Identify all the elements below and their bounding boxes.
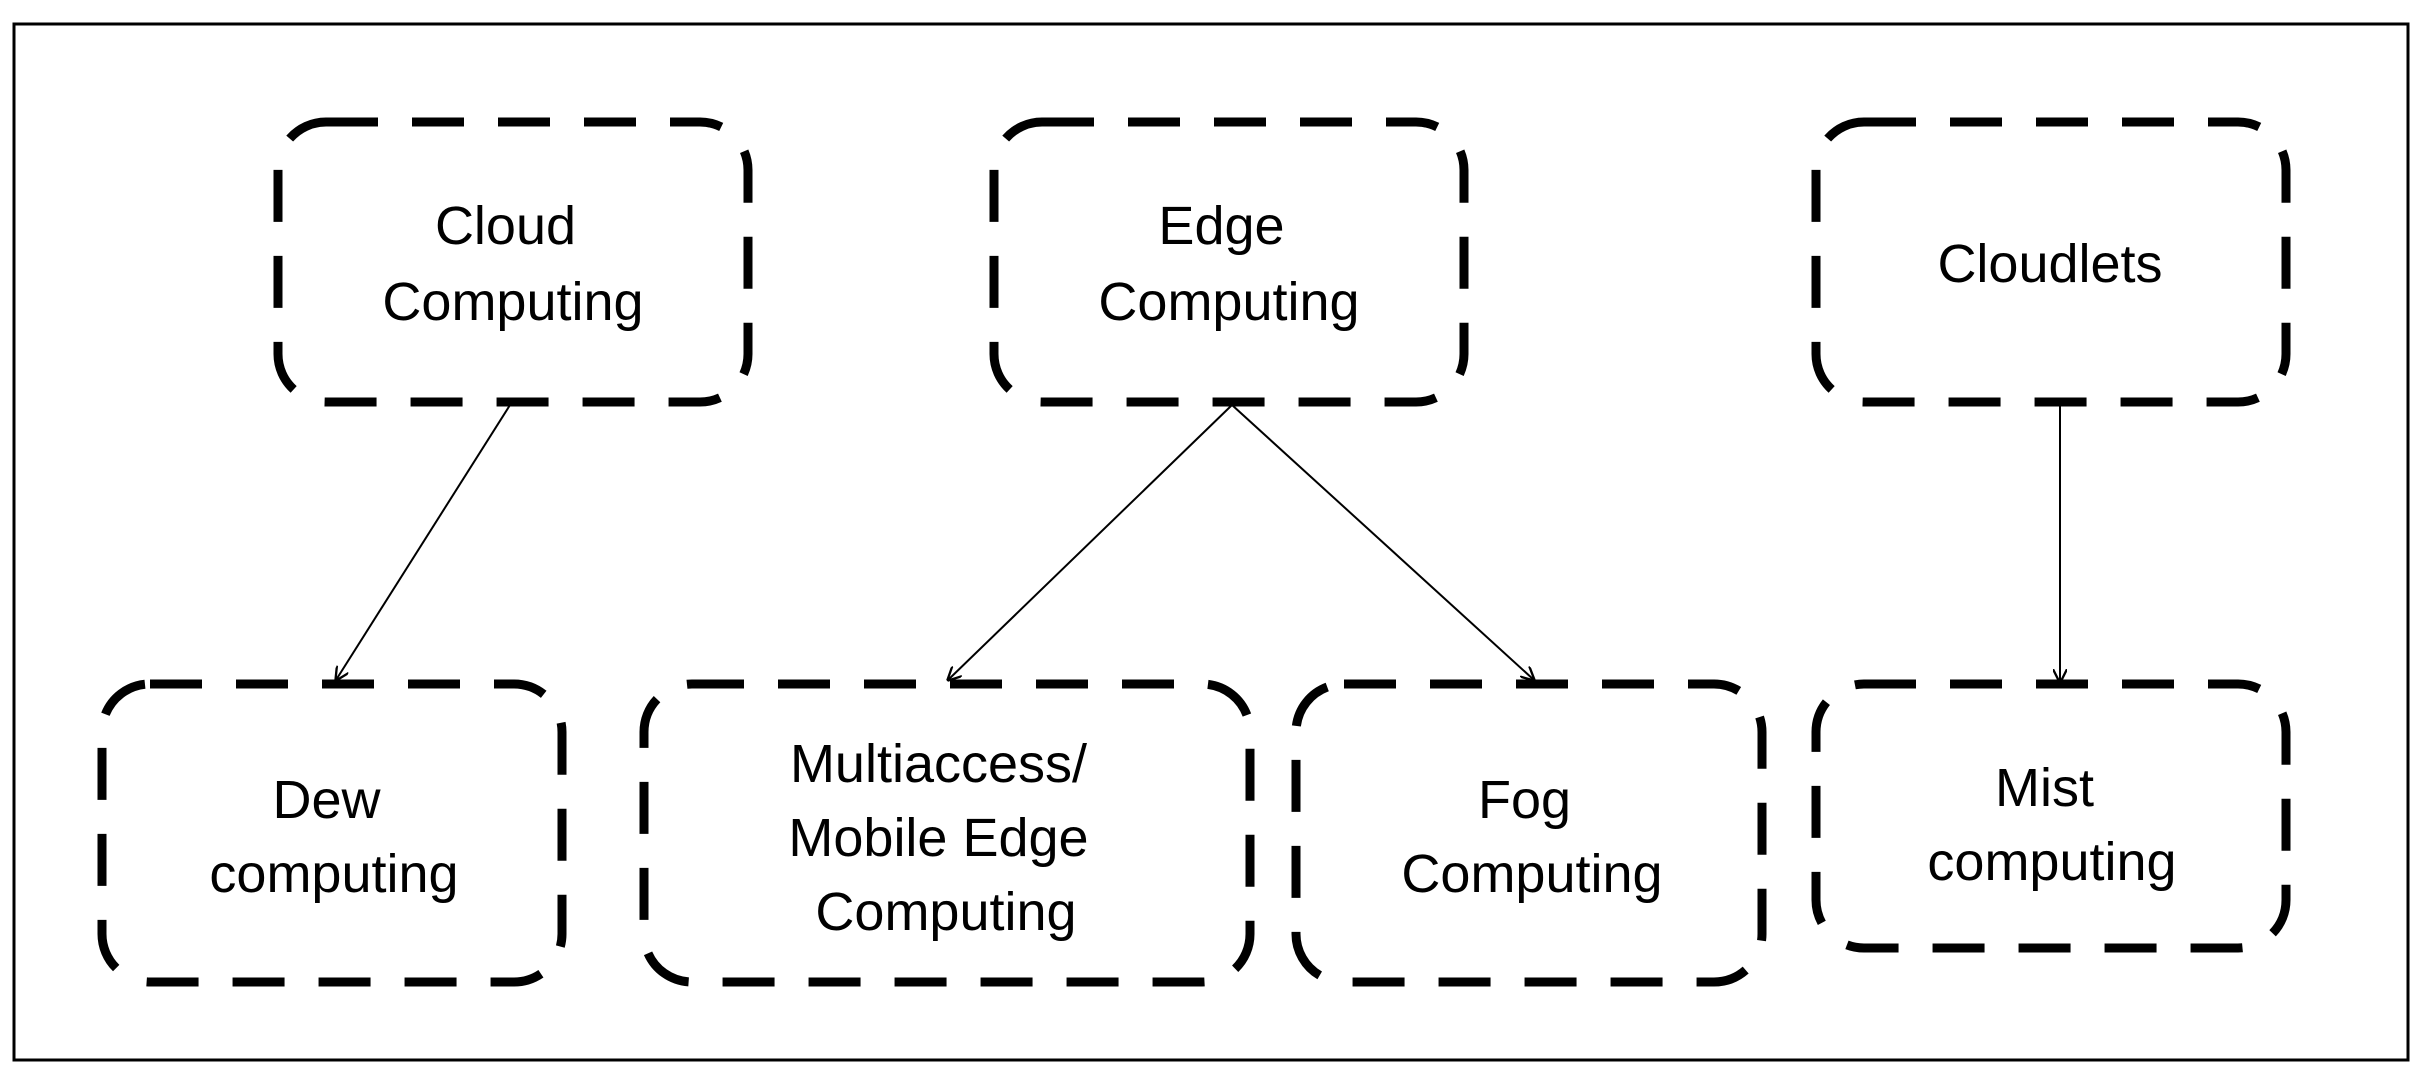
node-cloudlets: Cloudlets <box>1811 117 2291 407</box>
node-box <box>989 117 1469 407</box>
node-label-line: Computing <box>815 882 1076 942</box>
node-mist-computing: Mist computing <box>1811 679 2291 953</box>
node-label-line: computing <box>1927 832 2176 892</box>
node-multiaccess-mobile-edge-computing: Multiaccess/ Mobile Edge Computing <box>639 679 1255 987</box>
node-label-line: Cloud <box>435 196 576 256</box>
node-label-line: Edge <box>1158 196 1284 256</box>
node-label-line: Cloudlets <box>1937 234 2162 294</box>
node-box <box>273 117 753 407</box>
node-label: Cloud Computing <box>382 196 643 332</box>
node-label-line: Computing <box>1401 844 1662 904</box>
node-label: Edge Computing <box>1098 196 1359 332</box>
node-box <box>1811 679 2291 953</box>
node-fog-computing: Fog Computing <box>1291 679 1767 987</box>
node-box <box>1811 117 2291 407</box>
edge-cloud-to-dew <box>336 404 511 680</box>
node-box <box>97 679 567 987</box>
node-label-line: Dew <box>272 770 381 830</box>
node-cloud-computing: Cloud Computing <box>273 117 753 407</box>
node-label: Mist computing <box>1927 758 2176 892</box>
edge-edge-to-mec <box>948 404 1233 680</box>
node-label: Dew computing <box>209 770 458 904</box>
node-box <box>639 679 1255 987</box>
node-label: Fog Computing <box>1401 770 1662 904</box>
node-label: Cloudlets <box>1937 234 2162 294</box>
node-label-line: Mobile Edge <box>788 808 1088 868</box>
node-edge-computing: Edge Computing <box>989 117 1469 407</box>
node-label-line: Computing <box>382 272 643 332</box>
node-label-line: Computing <box>1098 272 1359 332</box>
node-label-line: Multiaccess/ <box>790 734 1087 794</box>
node-label-line: Mist <box>1995 758 2094 818</box>
node-label-line: Fog <box>1478 770 1571 830</box>
node-dew-computing: Dew computing <box>97 679 567 987</box>
node-box <box>1291 679 1767 987</box>
edge-edge-to-fog <box>1231 404 1534 680</box>
edges-layer <box>336 404 2060 682</box>
node-label: Multiaccess/ Mobile Edge Computing <box>788 734 1103 942</box>
node-label-line: computing <box>209 844 458 904</box>
diagram-frame <box>12 22 2410 1062</box>
